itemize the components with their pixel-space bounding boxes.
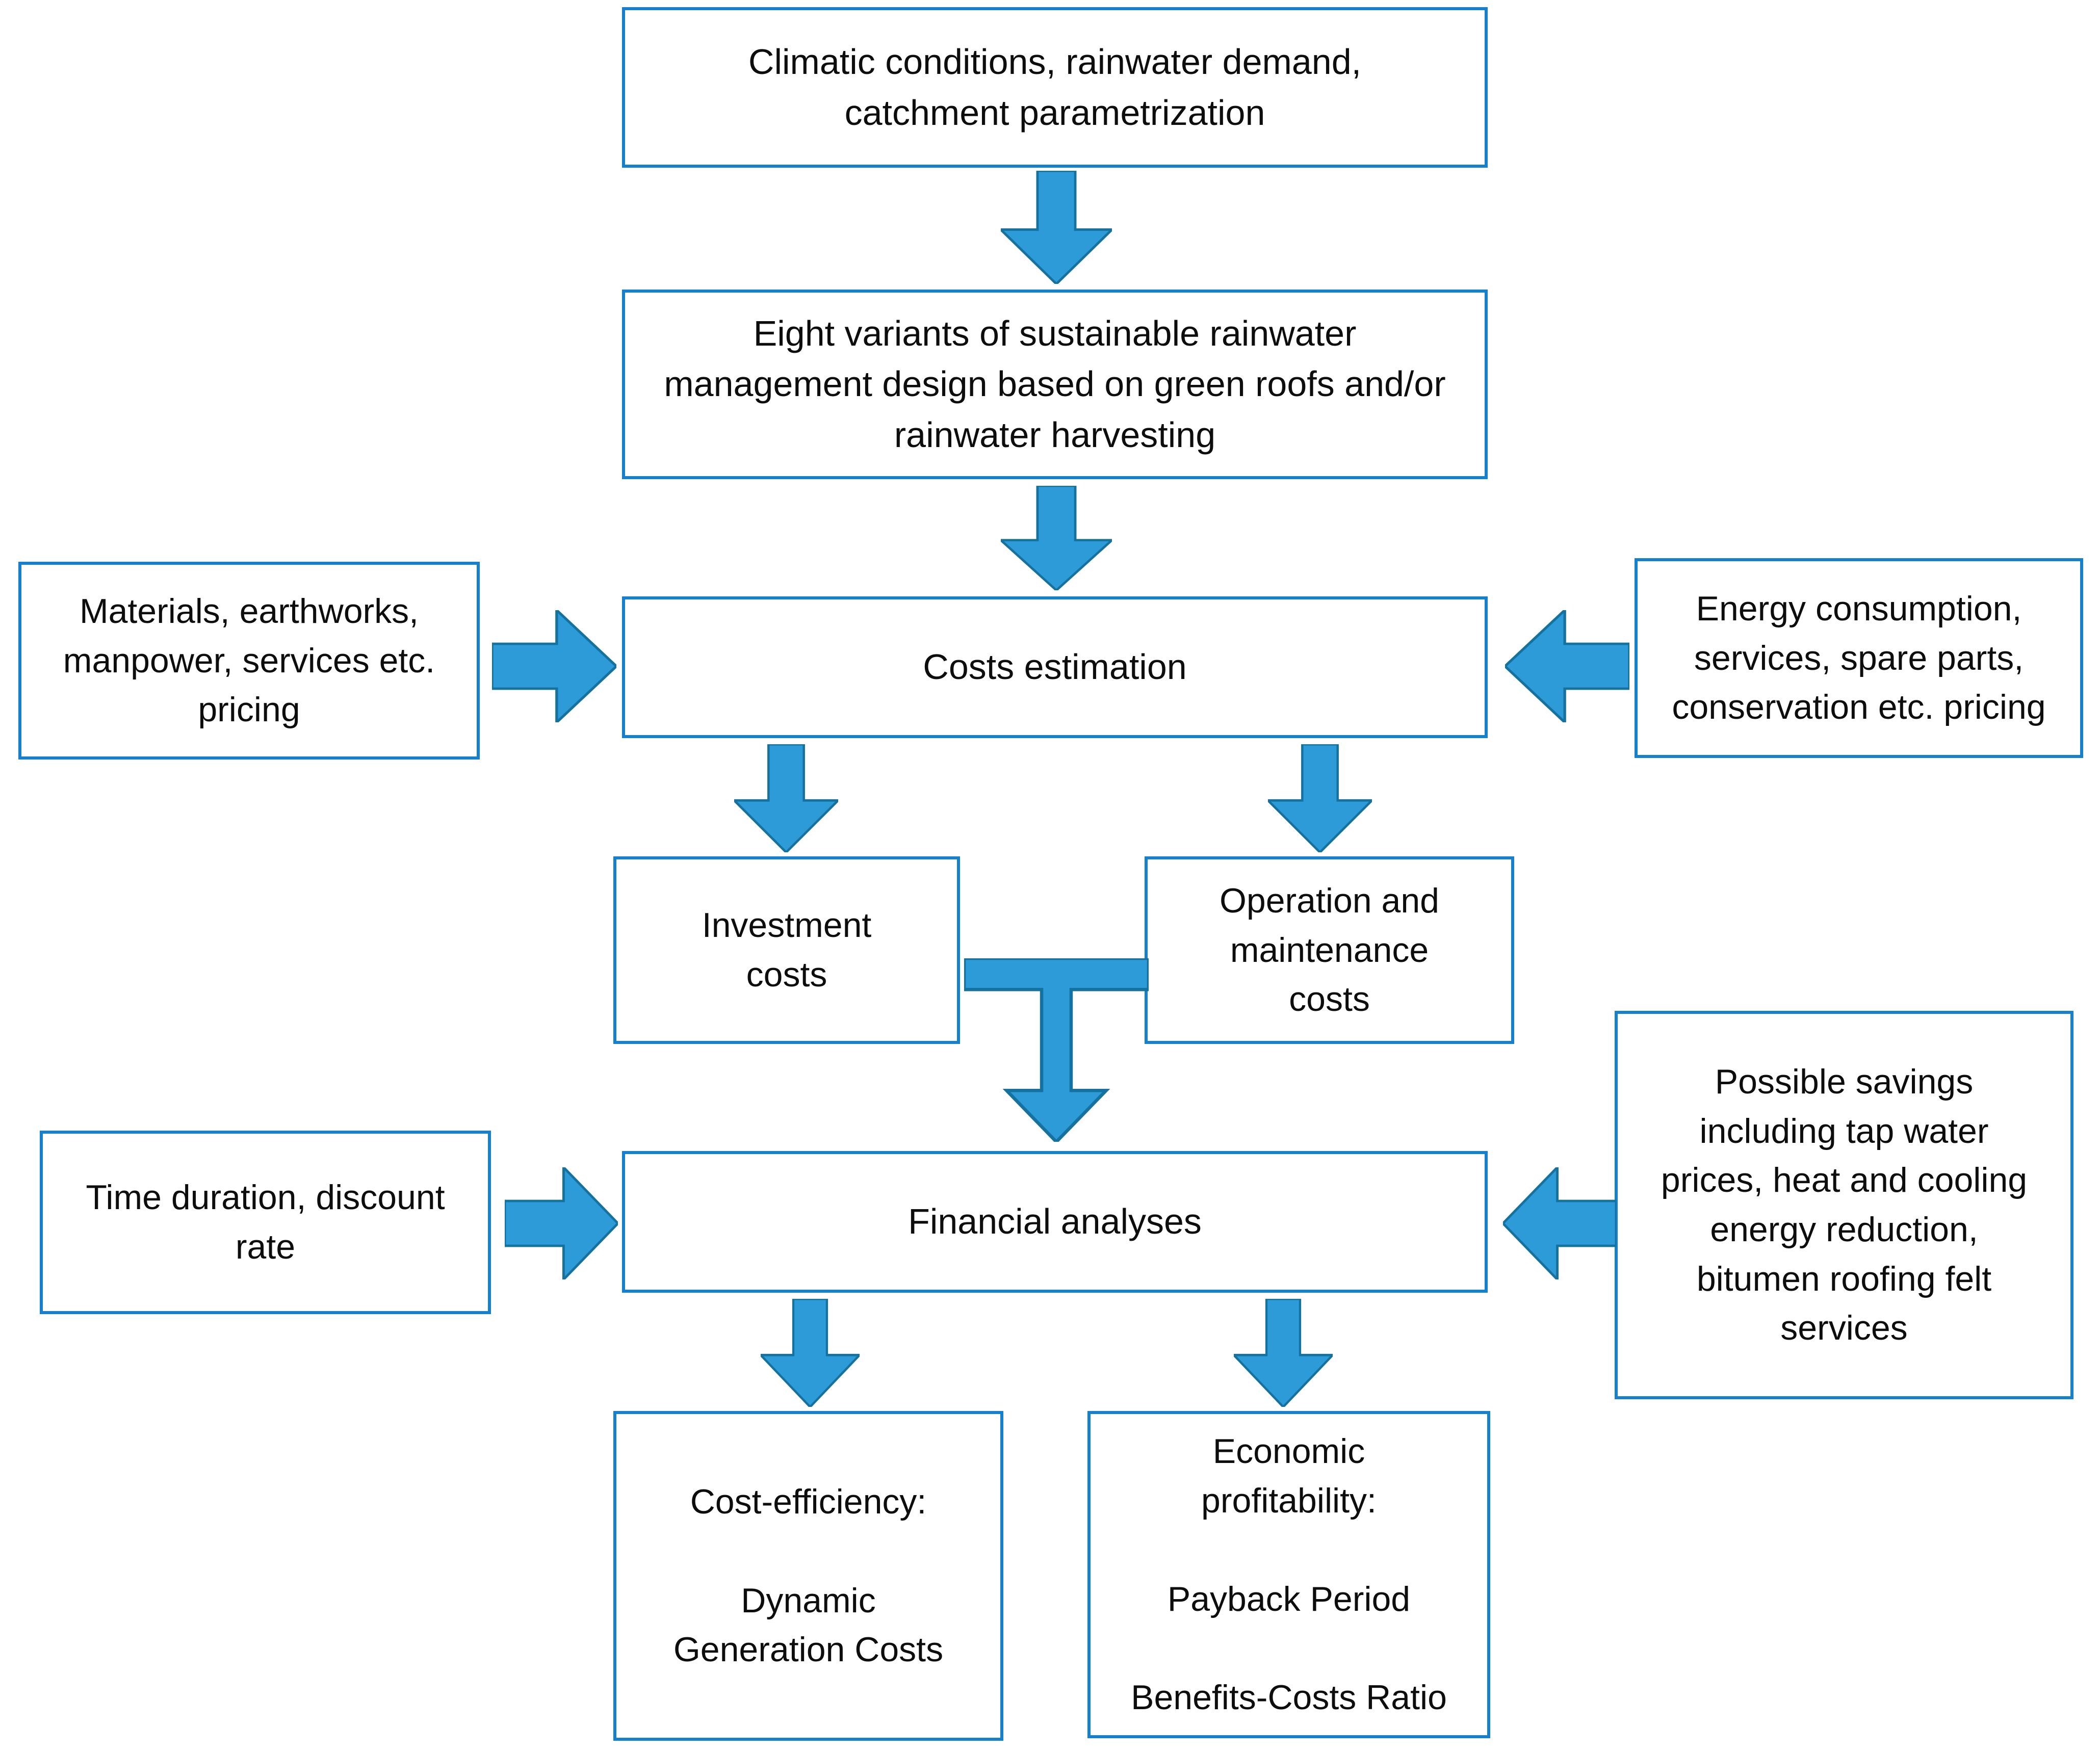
node-inputs: Climatic conditions, rainwater demand, c… bbox=[622, 7, 1488, 168]
arrow-down-icon-costs-to-investment bbox=[734, 744, 838, 852]
node-possible-savings: Possible savings including tap water pri… bbox=[1615, 1011, 2073, 1399]
node-energy-pricing-label: Energy consumption, services, spare part… bbox=[1672, 589, 2046, 727]
node-cost-efficiency-label: Cost-efficiency: Dynamic Generation Cost… bbox=[673, 1482, 944, 1669]
node-investment-costs: Investment costs bbox=[613, 856, 960, 1044]
node-variants: Eight variants of sustainable rainwater … bbox=[622, 290, 1488, 479]
arrow-down-icon-financial-to-economic-profitability bbox=[1234, 1299, 1333, 1407]
node-economic-profitability: Economic profitability: Payback Period B… bbox=[1087, 1411, 1490, 1738]
node-investment-costs-label: Investment costs bbox=[702, 906, 872, 994]
arrow-down-icon-costs-to-operation bbox=[1268, 744, 1372, 852]
node-operation-maintenance-costs-label: Operation and maintenance costs bbox=[1220, 881, 1439, 1019]
arrow-right-icon-time-to-financial bbox=[505, 1167, 618, 1279]
node-costs-estimation: Costs estimation bbox=[622, 596, 1488, 738]
node-economic-profitability-label: Economic profitability: Payback Period B… bbox=[1131, 1432, 1447, 1717]
node-financial-analyses: Financial analyses bbox=[622, 1151, 1488, 1293]
arrow-down-icon-variants-to-costs bbox=[1001, 486, 1112, 590]
arrow-tee-down-icon-costs-merge-to-financial bbox=[964, 958, 1149, 1142]
node-time-discount-rate: Time duration, discount rate bbox=[40, 1131, 491, 1314]
arrow-down-icon-inputs-to-variants bbox=[1001, 171, 1112, 284]
node-inputs-label: Climatic conditions, rainwater demand, c… bbox=[748, 42, 1362, 133]
node-possible-savings-label: Possible savings including tap water pri… bbox=[1661, 1062, 2028, 1348]
node-materials-pricing: Materials, earthworks, manpower, service… bbox=[18, 562, 480, 760]
arrow-left-icon-savings-to-financial bbox=[1503, 1167, 1616, 1279]
node-costs-estimation-label: Costs estimation bbox=[923, 647, 1187, 687]
node-time-discount-rate-label: Time duration, discount rate bbox=[86, 1178, 445, 1266]
arrow-left-icon-energy-to-costs bbox=[1505, 610, 1629, 722]
node-financial-analyses-label: Financial analyses bbox=[908, 1201, 1202, 1242]
node-operation-maintenance-costs: Operation and maintenance costs bbox=[1145, 856, 1514, 1044]
node-energy-pricing: Energy consumption, services, spare part… bbox=[1635, 558, 2083, 758]
node-materials-pricing-label: Materials, earthworks, manpower, service… bbox=[63, 592, 435, 729]
node-variants-label: Eight variants of sustainable rainwater … bbox=[664, 313, 1446, 455]
arrow-right-icon-materials-to-costs bbox=[492, 610, 616, 722]
arrow-down-icon-financial-to-cost-efficiency bbox=[761, 1299, 860, 1407]
node-cost-efficiency: Cost-efficiency: Dynamic Generation Cost… bbox=[613, 1411, 1003, 1741]
